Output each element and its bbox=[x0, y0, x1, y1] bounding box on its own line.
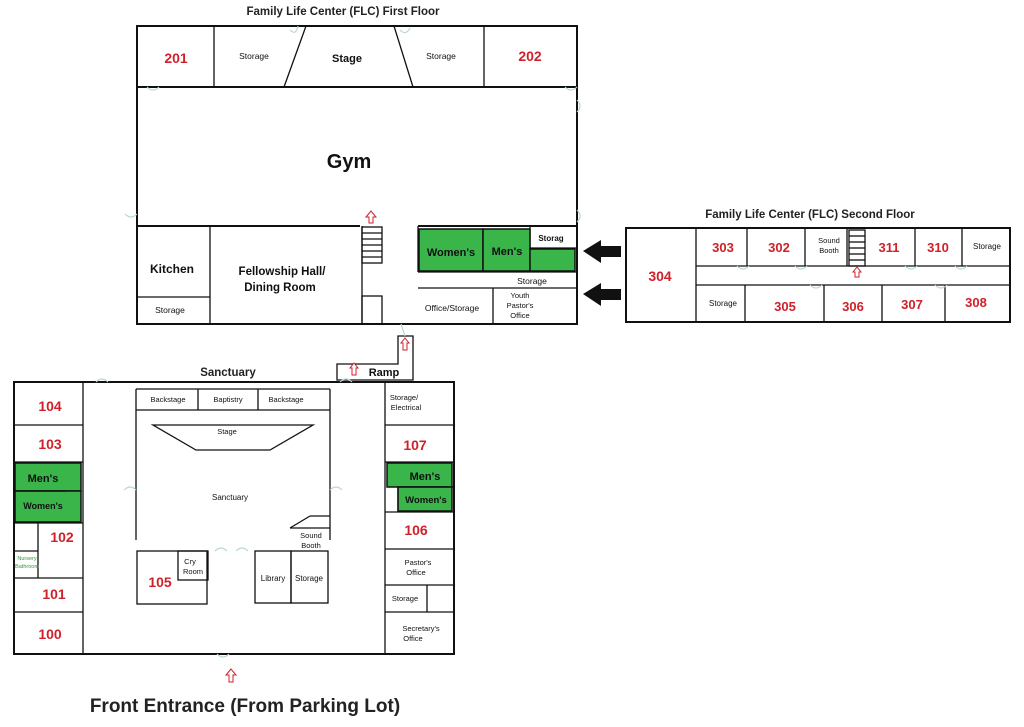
flc-second-floor bbox=[625, 227, 1011, 323]
up-arrow-icon-second bbox=[851, 266, 863, 278]
sanctuary-label: Sanctuary bbox=[212, 493, 248, 502]
youth-office-label-2: Pastor's bbox=[507, 301, 534, 310]
room-303: 303 bbox=[712, 240, 734, 255]
nursery-bathroom-label-2: Bathroom bbox=[15, 564, 39, 570]
flc-first-floor bbox=[124, 25, 581, 325]
room-100: 100 bbox=[38, 626, 62, 642]
storage-electrical-label-1: Storage/ bbox=[390, 393, 419, 402]
east-womens-label: Women's bbox=[405, 495, 447, 506]
room-311: 311 bbox=[879, 240, 900, 255]
sound-booth-2-label-2: Booth bbox=[819, 246, 839, 255]
fellowship-hall-label-1: Fellowship Hall/ bbox=[239, 266, 327, 278]
room-105: 105 bbox=[148, 574, 172, 590]
flc-stage-label: Stage bbox=[332, 53, 362, 65]
room-305: 305 bbox=[774, 299, 796, 314]
library-label: Library bbox=[261, 574, 285, 583]
youth-office-label-3: Office bbox=[510, 311, 529, 320]
kitchen-label: Kitchen bbox=[150, 262, 194, 276]
second-storage-left-label: Storage bbox=[709, 299, 738, 308]
ramp bbox=[336, 323, 414, 381]
west-womens-label: Women's bbox=[23, 501, 62, 511]
secretarys-office-label-1: Secretary's bbox=[402, 624, 440, 633]
sanctuary-sound-booth-label-2: Booth bbox=[301, 541, 321, 550]
flc-storage-left-label: Storage bbox=[239, 51, 269, 61]
baptistry-label: Baptistry bbox=[213, 395, 242, 404]
room-201: 201 bbox=[164, 50, 188, 66]
flc-storage-right-label: Storage bbox=[426, 51, 456, 61]
kitchen-storage-label: Storage bbox=[155, 305, 185, 315]
backstage-left-label: Backstage bbox=[150, 395, 185, 404]
room-102: 102 bbox=[50, 529, 74, 545]
east-storage-label: Storage bbox=[392, 594, 418, 603]
west-mens-label: Men's bbox=[28, 473, 59, 485]
flc-womens-label: Women's bbox=[427, 247, 475, 259]
sanctuary-storage-label: Storage bbox=[295, 574, 324, 583]
arrow-left-icon-upper bbox=[583, 240, 621, 263]
front-entrance-label: Front Entrance (From Parking Lot) bbox=[90, 696, 400, 717]
pastors-office-label-2: Office bbox=[406, 568, 425, 577]
room-310: 310 bbox=[927, 240, 949, 255]
flc-first-floor-title: Family Life Center (FLC) First Floor bbox=[247, 6, 440, 18]
east-mens-restroom bbox=[386, 462, 453, 488]
room-202: 202 bbox=[518, 48, 542, 64]
room-101: 101 bbox=[42, 586, 66, 602]
office-storage-label: Office/Storage bbox=[425, 303, 479, 313]
storage-electrical-label-2: Electrical bbox=[391, 403, 422, 412]
ramp-arrow-icon-left bbox=[348, 362, 360, 376]
sanctuary-stage-label: Stage bbox=[217, 427, 237, 436]
room-306: 306 bbox=[842, 299, 864, 314]
secretarys-office-label-2: Office bbox=[403, 634, 422, 643]
sanctuary-heading: Sanctuary bbox=[200, 367, 256, 379]
room-302: 302 bbox=[768, 240, 790, 255]
second-storage-right-label: Storage bbox=[973, 242, 1002, 251]
gym-label: Gym bbox=[327, 151, 371, 173]
front-entrance-arrow-icon bbox=[224, 668, 238, 683]
room-304: 304 bbox=[648, 268, 672, 284]
ramp-arrow-icon-top bbox=[399, 337, 411, 351]
room-103: 103 bbox=[38, 436, 62, 452]
flc-storage-mid-label: Storage bbox=[517, 276, 547, 286]
backstage-right-label: Backstage bbox=[268, 395, 303, 404]
up-arrow-icon bbox=[364, 210, 378, 224]
flc-mens-label: Men's bbox=[492, 246, 523, 258]
flc-storag-label: Storag bbox=[538, 234, 563, 243]
sanctuary-sound-booth-label-1: Sound bbox=[300, 531, 322, 540]
room-104: 104 bbox=[38, 398, 62, 414]
room-308: 308 bbox=[965, 295, 987, 310]
pastors-office-label-1: Pastor's bbox=[405, 558, 432, 567]
fellowship-hall-label-2: Dining Room bbox=[244, 282, 316, 294]
east-mens-label: Men's bbox=[410, 471, 441, 483]
cry-room-label-1: Cry bbox=[184, 557, 196, 566]
flc-second-floor-title: Family Life Center (FLC) Second Floor bbox=[705, 209, 915, 221]
sound-booth-2-label-1: Sound bbox=[818, 236, 840, 245]
sanctuary-building bbox=[13, 378, 455, 658]
room-107: 107 bbox=[403, 437, 427, 453]
nursery-bathroom-label-1: Nursery bbox=[17, 556, 37, 562]
arrow-left-icon-lower bbox=[583, 283, 621, 306]
cry-room-label-2: Room bbox=[183, 567, 203, 576]
room-307: 307 bbox=[901, 297, 923, 312]
west-womens-restroom bbox=[14, 490, 82, 523]
flc-mens-restroom bbox=[482, 228, 531, 272]
room-106: 106 bbox=[404, 522, 428, 538]
ramp-label: Ramp bbox=[369, 367, 400, 379]
youth-office-label-1: Youth bbox=[511, 291, 530, 300]
